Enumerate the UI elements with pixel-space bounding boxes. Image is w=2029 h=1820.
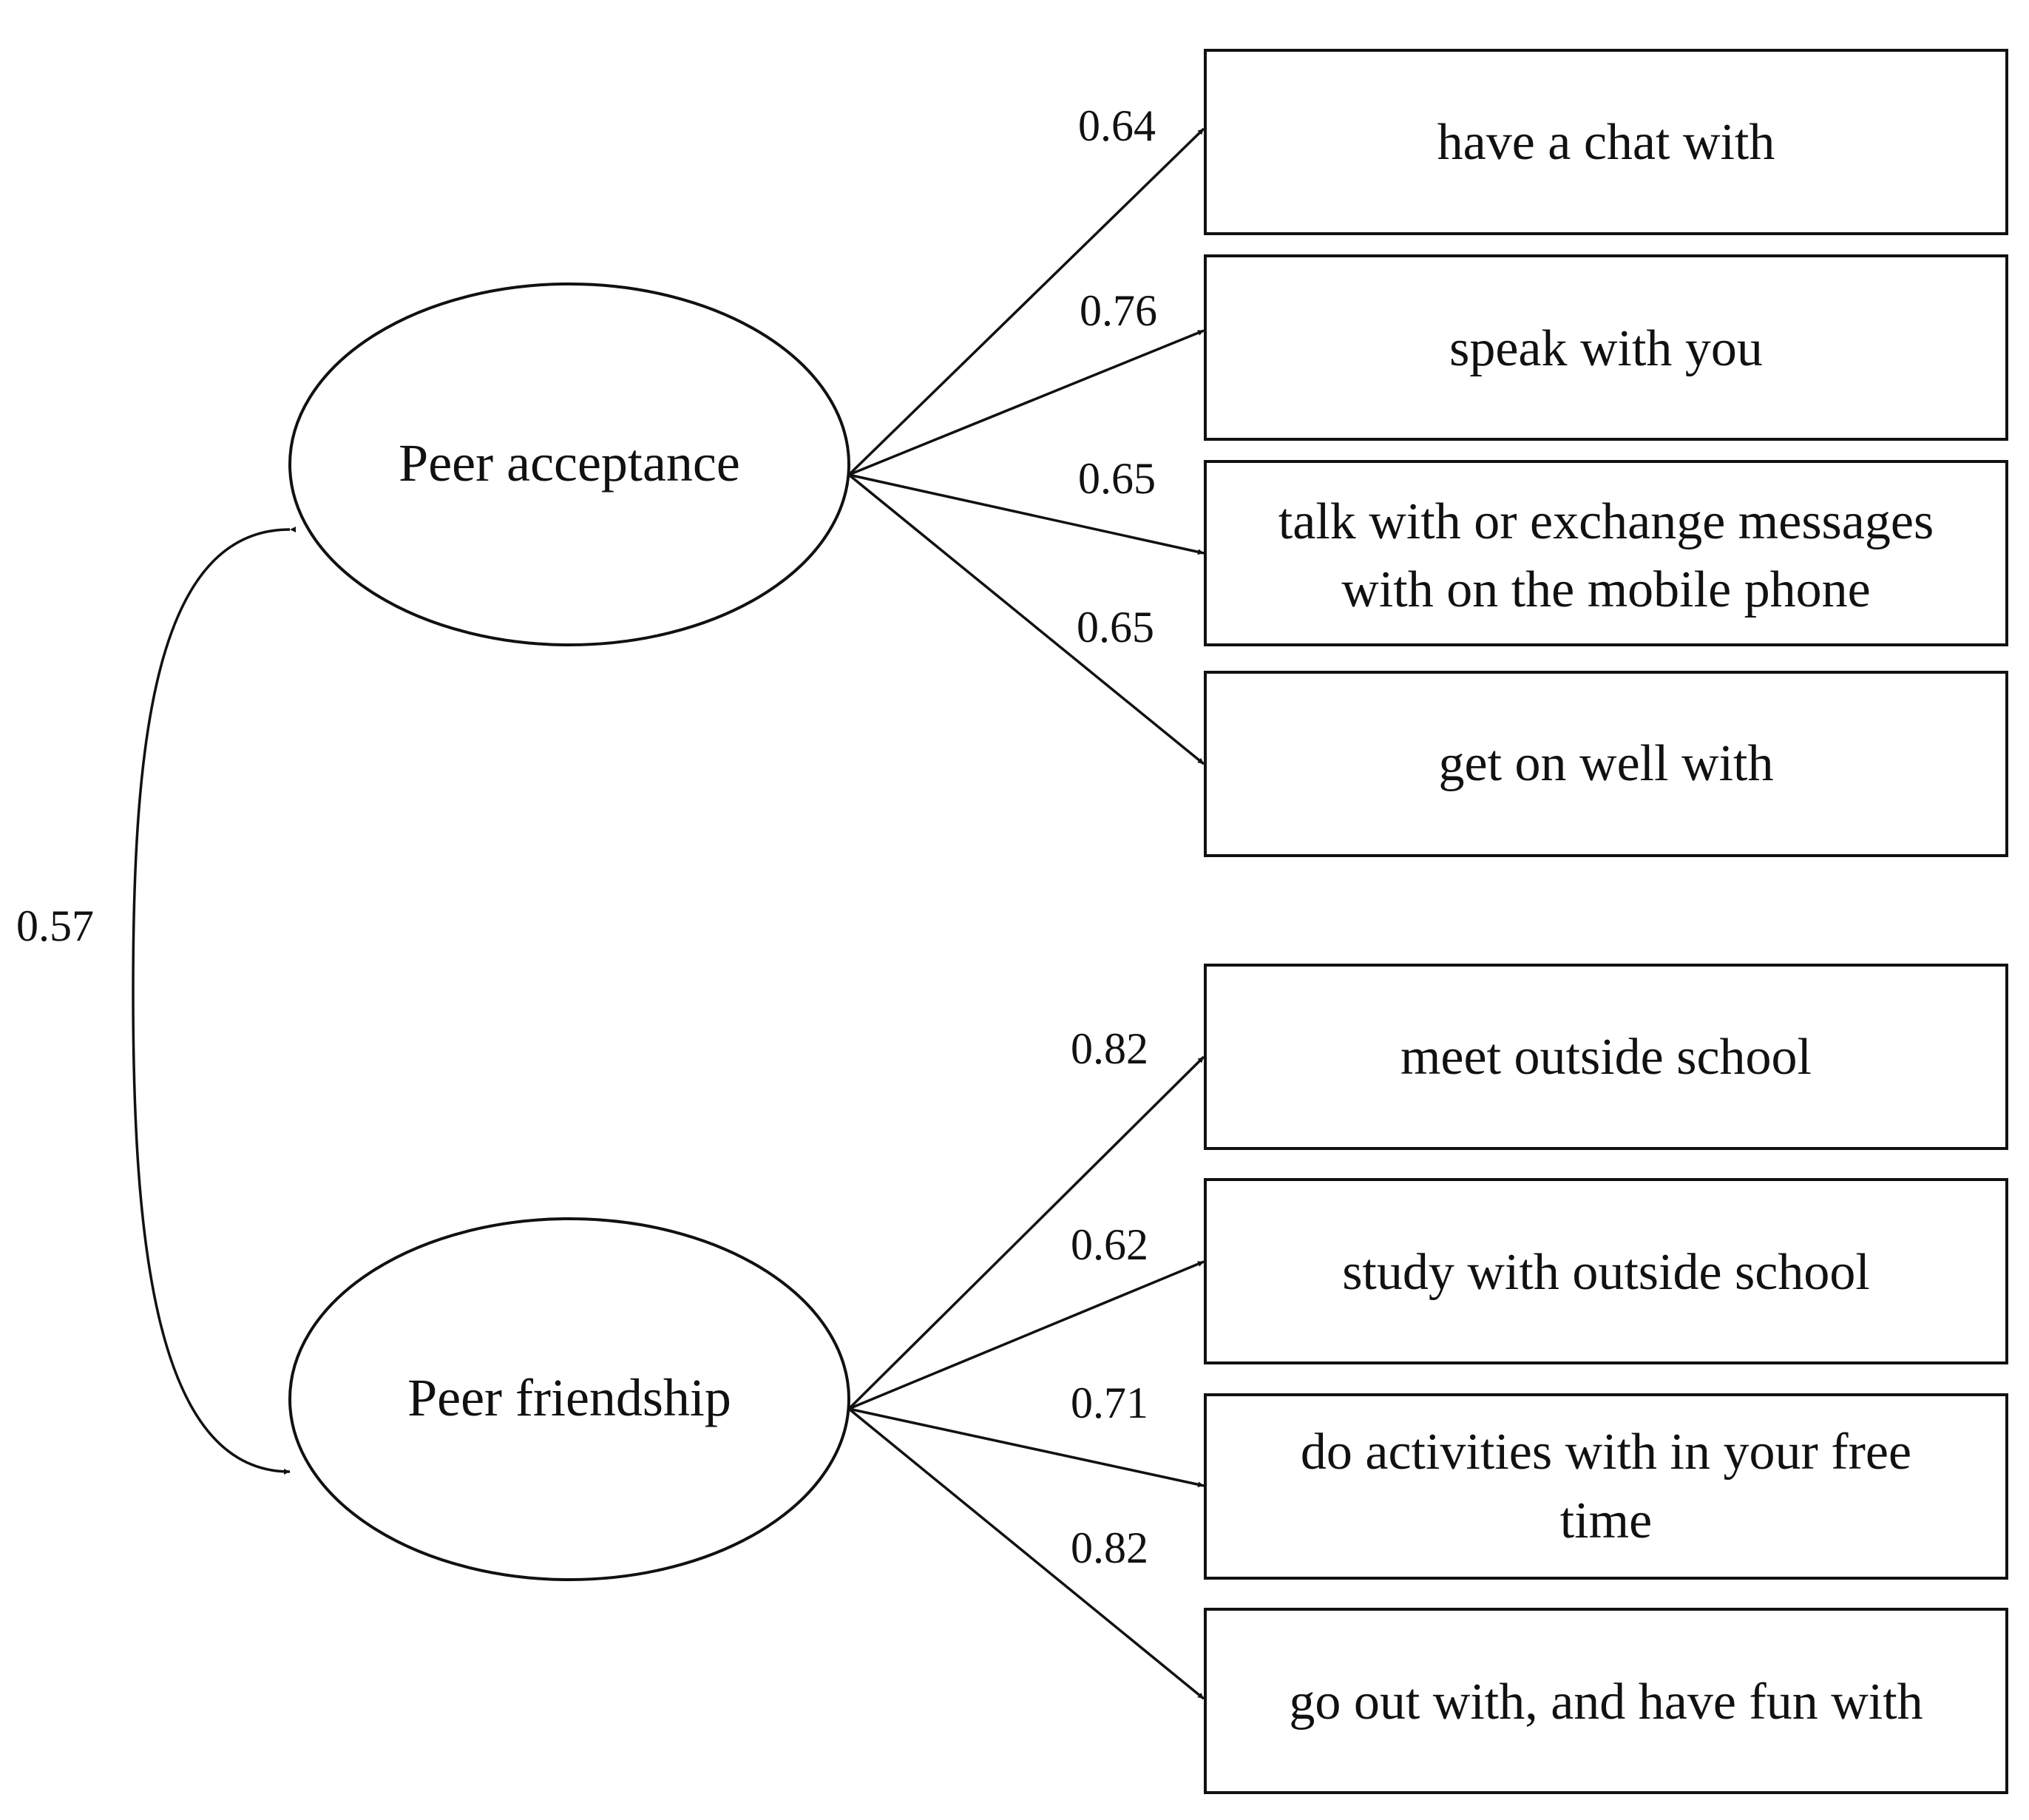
loading-arrow	[847, 1407, 1205, 1700]
loading-arrow	[847, 1055, 1205, 1410]
indicator-box: speak with you	[1204, 254, 2008, 441]
loading-arrow	[848, 473, 1205, 555]
loading-paths-peer-acceptance: 0.64 0.76 0.65 0.65	[847, 101, 1205, 765]
loading-coefficient: 0.82	[1071, 1024, 1148, 1073]
indicator-label-line-1: do activities with in your free	[1301, 1424, 1911, 1481]
loading-coefficient: 0.71	[1071, 1378, 1148, 1427]
indicator-box: talk with or exchange messages with on t…	[1204, 460, 2008, 646]
loading-arrow	[848, 1260, 1205, 1410]
loading-arrow	[848, 1407, 1205, 1488]
indicator-box: get on well with	[1204, 671, 2008, 857]
indicator-label: go out with, and have fun with	[1289, 1674, 1923, 1731]
indicator-label: meet outside school	[1400, 1029, 1812, 1086]
factor-peer-acceptance: Peer acceptance	[288, 283, 850, 646]
indicator-box: do activities with in your free time	[1204, 1393, 2008, 1580]
loading-coefficient: 0.76	[1080, 286, 1157, 335]
latent-variable-ellipse	[288, 283, 850, 646]
loading-paths-peer-friendship: 0.82 0.62 0.71 0.82	[847, 1024, 1205, 1700]
factor-correlation-arc	[132, 526, 297, 1475]
loading-arrow	[847, 473, 1205, 765]
indicator-label: speak with you	[1449, 320, 1763, 377]
factor-label: Peer friendship	[407, 1368, 731, 1427]
latent-variable-ellipse	[288, 1217, 850, 1581]
indicator-label-line-2: time	[1560, 1492, 1652, 1549]
indicator-label-line-1: talk with or exchange messages	[1278, 493, 1934, 550]
indicator-box: have a chat with	[1204, 49, 2008, 235]
loading-coefficient: 0.64	[1078, 101, 1156, 150]
indicator-label: have a chat with	[1437, 114, 1775, 171]
indicator-label: study with outside school	[1342, 1244, 1870, 1301]
loading-coefficient: 0.62	[1071, 1220, 1148, 1269]
loading-coefficient: 0.82	[1071, 1523, 1148, 1572]
correlation-coefficient: 0.57	[16, 901, 94, 950]
loading-arrow	[848, 329, 1205, 476]
indicator-box: study with outside school	[1204, 1178, 2008, 1364]
loading-coefficient: 0.65	[1078, 454, 1156, 503]
indicator-box: go out with, and have fun with	[1204, 1608, 2008, 1794]
loading-coefficient: 0.65	[1077, 603, 1154, 652]
factor-peer-friendship: Peer friendship	[288, 1217, 850, 1581]
loading-arrow	[847, 127, 1205, 476]
factor-label: Peer acceptance	[399, 433, 740, 493]
indicator-label-line-2: with on the mobile phone	[1341, 561, 1870, 618]
indicator-box: meet outside school	[1204, 964, 2008, 1150]
indicator-label: get on well with	[1439, 735, 1774, 792]
